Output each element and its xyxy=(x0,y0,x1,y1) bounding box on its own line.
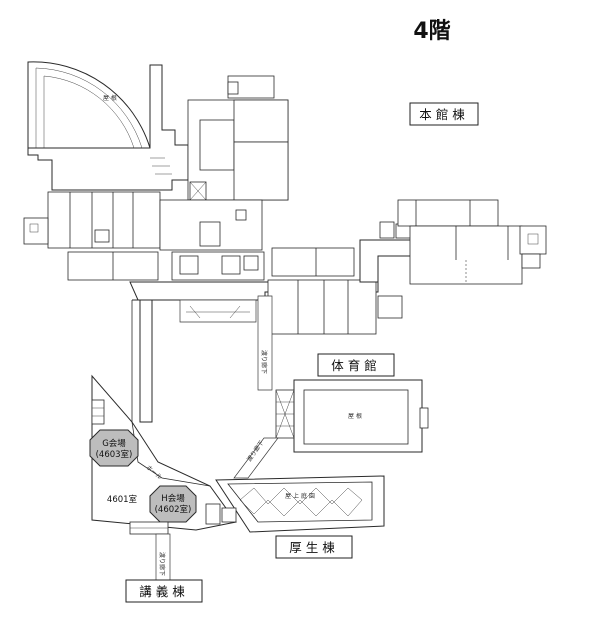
welfare-corridor: 渡り廊下 xyxy=(233,437,279,479)
main-building-label: 本館棟 xyxy=(419,107,469,122)
gym-corridor-label: 渡り廊下 xyxy=(260,350,268,374)
h-venue-room xyxy=(149,485,197,523)
gym-corridor: 渡り廊下 xyxy=(257,295,273,391)
lecture-label: 講義棟 xyxy=(139,584,189,599)
welfare-label: 厚生棟 xyxy=(289,540,339,555)
main-building: 屋 根 xyxy=(23,61,547,335)
gym-building: 体育館 屋 根 xyxy=(275,353,429,453)
h-venue-number: (4602室) xyxy=(155,504,192,515)
welfare-building: 屋 上 庭 園 厚生棟 xyxy=(215,475,385,559)
gym-roof-label: 屋 根 xyxy=(348,412,362,420)
curved-roof xyxy=(27,61,151,149)
gym-label-box xyxy=(317,353,395,377)
lecture-label-box xyxy=(125,579,203,603)
g-venue-number: (4603室) xyxy=(96,449,133,460)
roof-garden-label: 屋 上 庭 園 xyxy=(285,492,315,500)
welfare-label-box xyxy=(275,535,353,559)
g-venue-room xyxy=(89,429,139,467)
floor-title: 4階 xyxy=(413,19,450,44)
lecture-building: ホール G会場 (4603室) 4601室 H会場 (4602室) 渡り廊下 講… xyxy=(89,374,237,603)
lecture-corridor xyxy=(131,299,257,423)
h-venue-name: H会場 xyxy=(161,493,185,504)
lecture-corridor-label: 渡り廊下 xyxy=(158,552,166,576)
gym-label: 体育館 xyxy=(331,358,381,373)
room-4601: 4601室 xyxy=(107,494,138,505)
main-building-label-box xyxy=(409,102,479,126)
roof-label: 屋 根 xyxy=(103,94,117,102)
g-venue-name: G会場 xyxy=(102,438,126,449)
